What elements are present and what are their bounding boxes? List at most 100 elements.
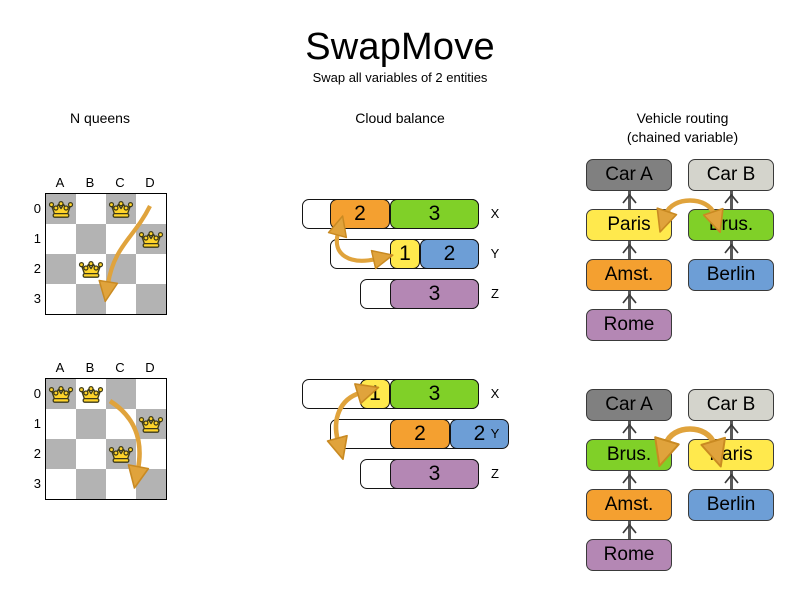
vrp-arrowhead-before-left-3 (621, 291, 637, 304)
queen-before-B2[interactable] (76, 254, 106, 284)
vrp-node-before-left-0[interactable]: Car A (586, 159, 672, 191)
vrp-link-after-right-1 (729, 421, 733, 439)
queen-after-C2[interactable] (106, 439, 136, 469)
queen-before-C0[interactable] (106, 194, 136, 224)
cloud-row-before-Z: 3 (302, 279, 502, 309)
column-heading-nqueens: N queens (70, 110, 130, 126)
cloud-computer-label-before-Y: Y (490, 246, 500, 261)
vrp-link-before-left-3 (627, 291, 631, 309)
cloud-process-before-Z-0[interactable]: 3 (390, 279, 479, 309)
queen-move-arrow-before (88, 200, 152, 303)
cloud-process-after-Y-1[interactable]: 2 (450, 419, 509, 449)
page-subtitle: Swap all variables of 2 entities (312, 70, 488, 85)
board-file-label-before-D: D (145, 175, 155, 190)
board-cell-after-D0[interactable] (136, 379, 166, 409)
vrp-node-after-left-3[interactable]: Rome (586, 539, 672, 571)
vrp-arrowhead-before-left-2 (621, 241, 637, 254)
vrp-heading-line1: Vehicle routing (636, 110, 729, 126)
cloud-computer-label-after-Y: Y (490, 426, 500, 441)
vrp-swap-arrow-before (656, 196, 724, 234)
vrp-arrowhead-after-left-1 (621, 421, 637, 434)
vrp-node-before-right-2[interactable]: Berlin (688, 259, 774, 291)
vrp-link-after-left-1 (627, 421, 631, 439)
board-rank-label-before-1: 1 (33, 231, 41, 246)
vrp-link-before-left-1 (627, 191, 631, 209)
queen-crown-icon (78, 261, 104, 278)
vrp-node-before-right-0[interactable]: Car B (688, 159, 774, 191)
cloud-process-before-Y-1[interactable]: 2 (420, 239, 479, 269)
queen-crown-icon (48, 201, 74, 218)
vrp-arrowhead-before-right-1 (723, 191, 739, 204)
board-file-label-after-C: C (115, 360, 125, 375)
board-cell-before-D3[interactable] (136, 284, 166, 314)
board-cell-after-A1[interactable] (46, 409, 76, 439)
vrp-arrowhead-after-right-1 (723, 421, 739, 434)
board-cell-after-A2[interactable] (46, 439, 76, 469)
vrp-node-before-left-1[interactable]: Paris (586, 209, 672, 241)
board-cell-before-A1[interactable] (46, 224, 76, 254)
cloud-computer-label-after-X: X (490, 386, 500, 401)
cloud-row-after-Z: 3 (302, 459, 502, 489)
board-cell-after-D3[interactable] (136, 469, 166, 499)
queen-crown-icon (108, 201, 134, 218)
board-file-label-after-B: B (85, 360, 95, 375)
board-rank-label-after-0: 0 (33, 386, 41, 401)
queen-crown-icon (108, 446, 134, 463)
board-cell-after-A3[interactable] (46, 469, 76, 499)
vrp-node-after-left-0[interactable]: Car A (586, 389, 672, 421)
board-cell-before-A3[interactable] (46, 284, 76, 314)
vrp-link-before-right-2 (729, 241, 733, 259)
vrp-node-after-left-2[interactable]: Amst. (586, 489, 672, 521)
board-rank-label-before-0: 0 (33, 201, 41, 216)
vrp-node-after-right-0[interactable]: Car B (688, 389, 774, 421)
cloud-process-before-Y-0[interactable]: 1 (390, 239, 420, 269)
cloud-computer-label-after-Z: Z (491, 466, 499, 481)
vrp-arrowhead-after-left-3 (621, 521, 637, 534)
board-rank-label-after-3: 3 (33, 476, 41, 491)
queen-after-B0[interactable] (76, 379, 106, 409)
board-cell-after-B2[interactable] (76, 439, 106, 469)
queen-crown-icon (48, 386, 74, 403)
board-rank-label-before-2: 2 (33, 261, 41, 276)
cloud-process-after-Z-0[interactable]: 3 (390, 459, 479, 489)
board-cell-before-A2[interactable] (46, 254, 76, 284)
queen-before-A0[interactable] (46, 194, 76, 224)
queen-after-A0[interactable] (46, 379, 76, 409)
vrp-swap-arrow-after (654, 426, 726, 468)
vrp-arrowhead-after-right-2 (723, 471, 739, 484)
board-rank-label-before-3: 3 (33, 291, 41, 306)
cloud-process-after-Y-0[interactable]: 2 (390, 419, 450, 449)
cloud-computer-label-before-X: X (490, 206, 500, 221)
board-cell-before-B1[interactable] (76, 224, 106, 254)
column-heading-cloud-balance: Cloud balance (355, 110, 445, 126)
board-cell-after-B1[interactable] (76, 409, 106, 439)
vrp-node-before-left-3[interactable]: Rome (586, 309, 672, 341)
queen-crown-icon (78, 386, 104, 403)
chessboard-after (45, 378, 167, 500)
vrp-arrowhead-before-right-2 (723, 241, 739, 254)
board-cell-before-B0[interactable] (76, 194, 106, 224)
vrp-link-after-left-2 (627, 471, 631, 489)
cloud-swap-arrow-before (322, 215, 394, 270)
vrp-link-after-left-3 (627, 521, 631, 539)
board-rank-label-after-2: 2 (33, 446, 41, 461)
vrp-arrowhead-after-left-2 (621, 471, 637, 484)
board-file-label-before-C: C (115, 175, 125, 190)
vrp-arrowhead-before-left-1 (621, 191, 637, 204)
board-rank-label-after-1: 1 (33, 416, 41, 431)
board-cell-before-D2[interactable] (136, 254, 166, 284)
cloud-process-after-X-1[interactable]: 3 (390, 379, 479, 409)
cloud-process-before-X-1[interactable]: 3 (390, 199, 479, 229)
vrp-node-after-left-1[interactable]: Brus. (586, 439, 672, 471)
vrp-link-after-right-2 (729, 471, 733, 489)
vrp-node-after-right-2[interactable]: Berlin (688, 489, 774, 521)
queen-before-D1[interactable] (136, 224, 166, 254)
queen-crown-icon (138, 231, 164, 248)
queen-after-D1[interactable] (136, 409, 166, 439)
queen-move-arrow-after (88, 385, 150, 489)
board-file-label-before-A: A (55, 175, 65, 190)
board-cell-after-B3[interactable] (76, 469, 106, 499)
vrp-link-before-right-1 (729, 191, 733, 209)
vrp-node-before-left-2[interactable]: Amst. (586, 259, 672, 291)
